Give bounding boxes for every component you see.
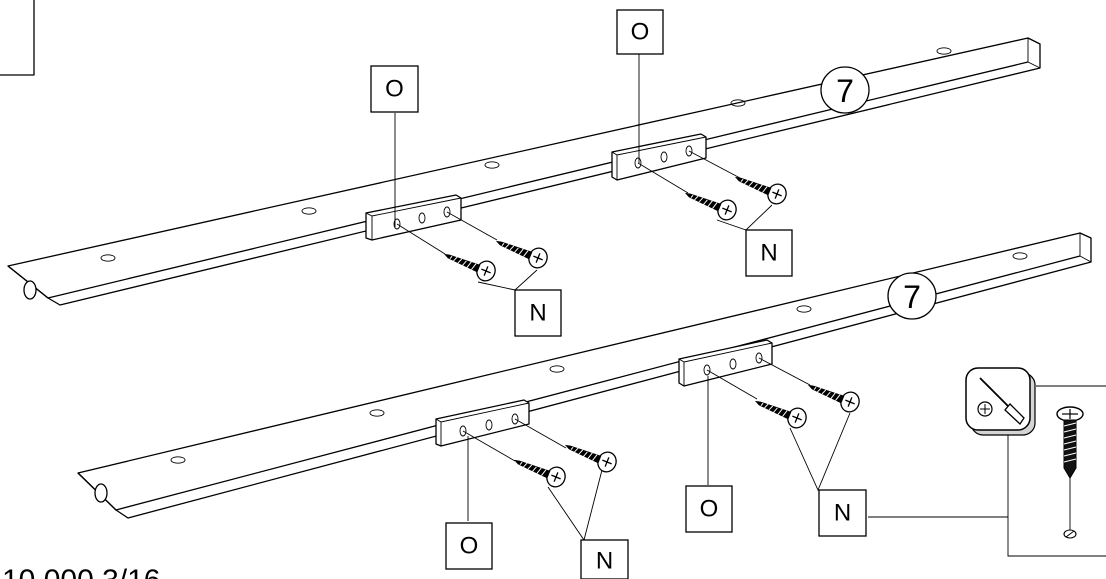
svg-text:7: 7 xyxy=(836,73,854,109)
tool-callout xyxy=(965,367,1084,539)
label-block-4: O xyxy=(685,485,733,533)
screwdriver-icon xyxy=(979,377,1025,425)
label-screw-3: N xyxy=(580,539,629,579)
label-screw-2: N xyxy=(745,229,793,277)
block-2 xyxy=(611,133,707,181)
screw-icon xyxy=(462,357,863,491)
screw-icon xyxy=(396,150,790,285)
label-block-1: O xyxy=(370,65,419,113)
document-reference: 10 000 3/16 xyxy=(2,564,160,579)
rail-upper xyxy=(7,37,1041,306)
label-block-3: O xyxy=(445,522,493,570)
svg-text:N: N xyxy=(529,300,546,327)
leader-lines-lower xyxy=(467,376,1106,557)
svg-text:N: N xyxy=(760,240,777,267)
svg-text:O: O xyxy=(460,533,479,560)
rail-lower xyxy=(77,232,1092,519)
block-3 xyxy=(435,399,530,447)
screw-icon xyxy=(1056,406,1084,539)
svg-text:N: N xyxy=(596,548,613,575)
svg-text:7: 7 xyxy=(903,279,921,315)
label-block-2: O xyxy=(616,9,664,55)
svg-text:N: N xyxy=(834,500,851,527)
phillips-head-icon xyxy=(977,401,993,417)
cropped-frame xyxy=(0,0,35,76)
svg-text:O: O xyxy=(385,76,404,103)
block-4 xyxy=(678,339,773,387)
step-marker-upper: 7 xyxy=(820,66,870,114)
label-screw-4: N xyxy=(818,489,867,537)
svg-text:O: O xyxy=(631,19,650,46)
svg-text:O: O xyxy=(700,496,719,523)
step-marker-lower: 7 xyxy=(887,272,937,320)
label-screw-1: N xyxy=(514,289,562,337)
